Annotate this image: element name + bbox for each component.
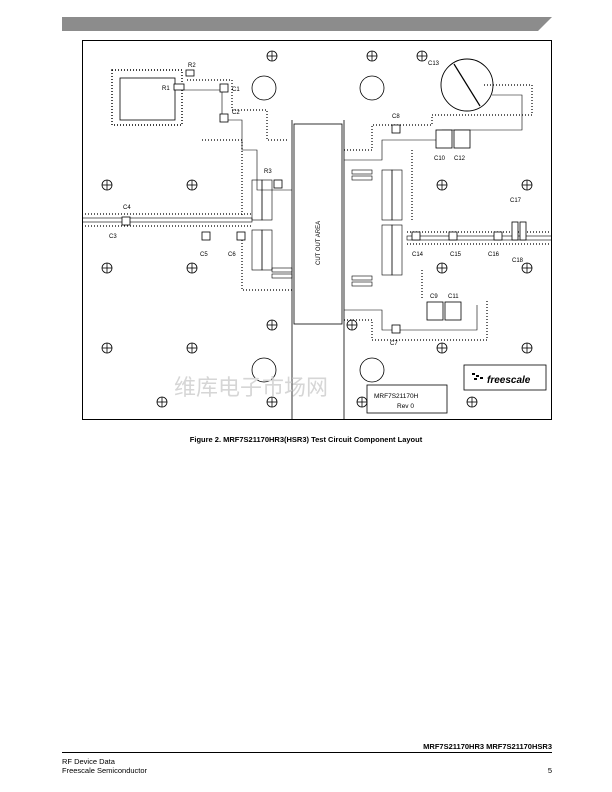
label-c3: C3 [109,234,117,240]
label-c11: C11 [448,294,459,300]
footer-part-numbers: MRF7S21170HR3 MRF7S21170HSR3 [423,742,552,751]
label-c2: C2 [232,110,240,116]
label-c1: C1 [232,87,240,93]
label-c14: C14 [412,252,424,258]
label-c7: C7 [390,341,398,347]
header-bar [62,17,552,31]
watermark: 维库电子市场网 [174,376,328,401]
label-c10: C10 [434,156,446,162]
footer-rule [62,752,552,753]
label-c18: C18 [512,258,524,264]
freescale-logo-icon [472,373,483,380]
label-c8: C8 [392,114,400,120]
label-c17: C17 [510,198,522,204]
label-c12: C12 [454,156,466,162]
figure-caption: Figure 2. MRF7S21170HR3(HSR3) Test Circu… [189,435,423,444]
label-c15: C15 [450,252,462,258]
footer-line-1: RF Device Data [62,757,115,766]
component-layout-figure: CUT OUT AREA [82,40,552,420]
label-c9: C9 [430,294,438,300]
footer-line-2: Freescale Semiconductor [62,766,148,775]
label-c13: C13 [428,61,440,67]
cutout-area [293,123,343,325]
label-r3: R3 [264,169,272,175]
label-r1: R1 [162,86,170,92]
board-label-rev: Rev 0 [397,403,414,410]
board-label-name: MRF7S21170H [374,393,419,400]
label-c6: C6 [228,252,236,258]
label-c16: C16 [488,252,500,258]
logo-text: freescale [487,375,531,386]
page-number: 5 [547,766,552,775]
label-c4: C4 [123,205,131,211]
label-r2: R2 [188,63,196,69]
cutout-label: CUT OUT AREA [316,221,322,265]
label-c5: C5 [200,252,208,258]
